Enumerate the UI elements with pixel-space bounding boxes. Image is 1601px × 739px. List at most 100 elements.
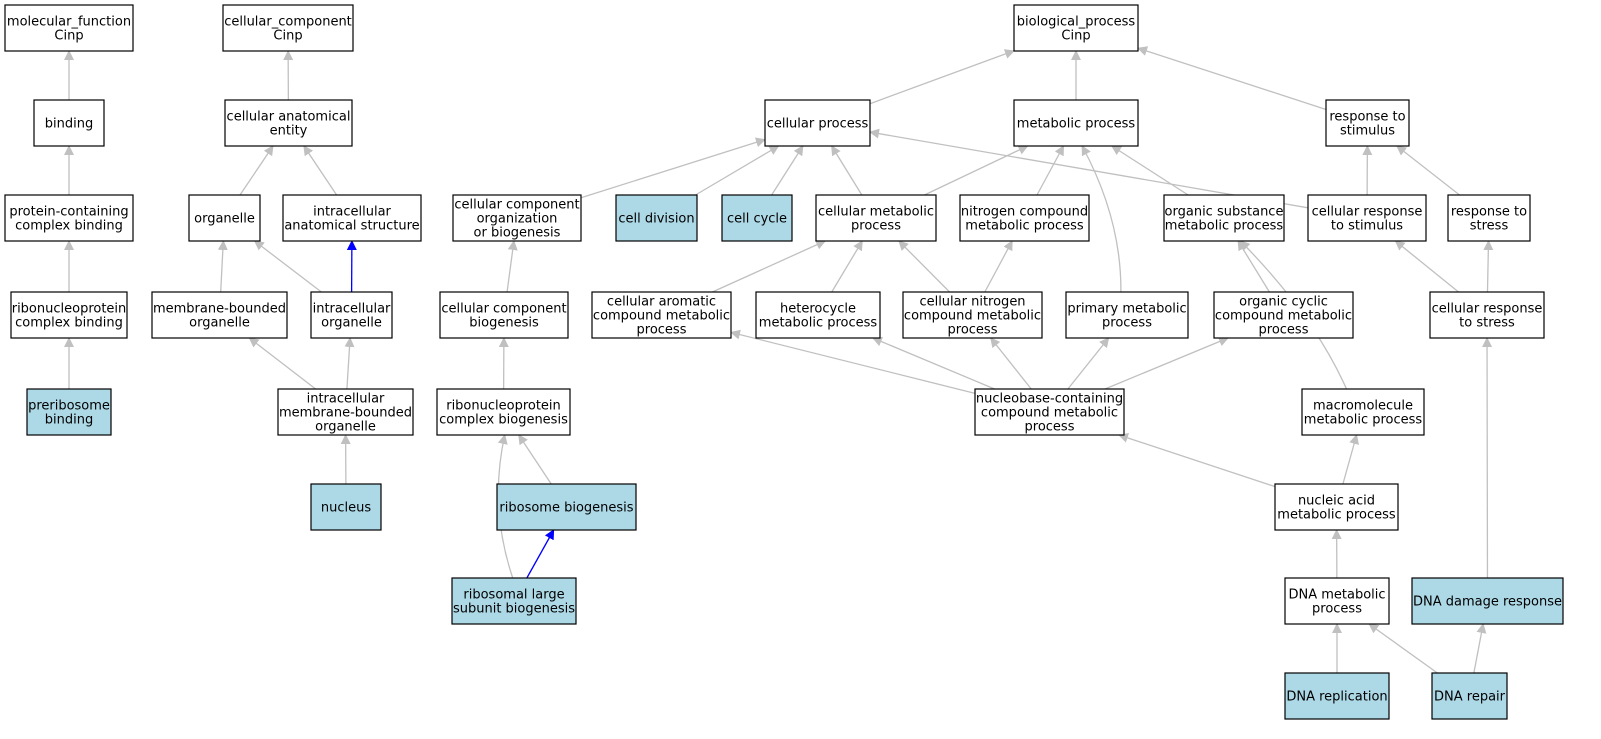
node-mp[interactable]: metabolic process [1013, 99, 1139, 147]
node-box [1065, 291, 1189, 339]
node-box [436, 388, 571, 436]
node-box [1274, 483, 1399, 531]
node-box [1411, 577, 1564, 625]
edge-cp-to-bp [869, 49, 1015, 105]
node-box [310, 483, 382, 531]
edge-ncmp-to-mp [1036, 145, 1065, 196]
edge-hmp-to-cmp [831, 240, 863, 293]
node-label: organelle [321, 316, 382, 331]
node-box [1284, 672, 1390, 720]
node-label: preribosome [28, 399, 110, 414]
node-label: response to [1329, 110, 1405, 125]
node-dnarep[interactable]: DNA repair [1431, 672, 1508, 720]
edge-ccob-to-cp [580, 137, 766, 199]
node-label: molecular_function [7, 15, 131, 30]
edge-imbo-to-mbo [248, 337, 317, 390]
node-label: intracellular [307, 392, 385, 407]
edge-cmp-to-mp [924, 145, 1029, 196]
node-label: macromolecule [1313, 399, 1413, 414]
edge-nbccmp-to-pmp [1067, 337, 1110, 390]
node-label: entity [270, 124, 308, 139]
node-ribbio[interactable]: ribosome biogenesis [496, 483, 637, 531]
edge-nbccmp-to-hmp [871, 336, 995, 390]
node-nucleus[interactable]: nucleus [310, 483, 382, 531]
node-box [1013, 99, 1139, 147]
node-organelle[interactable]: organelle [188, 194, 261, 242]
node-box [451, 577, 577, 625]
node-label: cell cycle [727, 212, 787, 227]
node-dnarepl[interactable]: DNA replication [1284, 672, 1390, 720]
node-label: organelle [189, 316, 250, 331]
node-box [310, 291, 393, 339]
edge-ias-to-cae [303, 145, 338, 196]
node-celldiv[interactable]: cell division [615, 194, 698, 242]
node-label: complex binding [15, 316, 123, 331]
node-box [277, 388, 414, 436]
edge-crtstress-to-crts [1394, 240, 1459, 293]
node-box [721, 194, 793, 242]
node-label: subunit biogenesis [453, 602, 575, 617]
node-label: cell division [618, 212, 694, 227]
node-cp[interactable]: cellular process [764, 99, 871, 147]
node-binding[interactable]: binding [33, 99, 105, 147]
node-label: ribonucleoprotein [446, 399, 561, 414]
edge-cncmp-to-ncmp [984, 240, 1013, 293]
node-box [4, 4, 134, 52]
node-dnadr[interactable]: DNA damage response [1411, 577, 1564, 625]
node-box [1013, 4, 1139, 52]
node-box [1431, 672, 1508, 720]
edge-namp-to-mmp [1342, 434, 1359, 485]
node-label: to stimulus [1331, 219, 1403, 234]
edge-nbccmp-to-cncmp [990, 337, 1032, 390]
node-label: membrane-bounded [153, 302, 286, 317]
edge-io-to-organelle [253, 240, 322, 293]
node-box [33, 99, 105, 147]
edge-ribbio-to-rnpcbio [518, 434, 552, 485]
node-label: complex biogenesis [439, 413, 568, 428]
node-label: compound metabolic [593, 309, 730, 324]
node-label: DNA damage response [1413, 595, 1562, 610]
node-label: complex binding [15, 219, 123, 234]
node-label: binding [45, 117, 93, 132]
node-label: biological_process [1017, 15, 1136, 30]
node-label: process [1102, 316, 1152, 331]
node-label: nucleus [321, 501, 371, 516]
node-label: cellular component [454, 198, 579, 213]
node-label: anatomical structure [284, 219, 419, 234]
node-label: organization [477, 212, 558, 227]
edge-crtstress-to-rtstress [1483, 240, 1494, 293]
node-label: compound metabolic [1215, 309, 1352, 324]
node-cellcycle[interactable]: cell cycle [721, 194, 793, 242]
